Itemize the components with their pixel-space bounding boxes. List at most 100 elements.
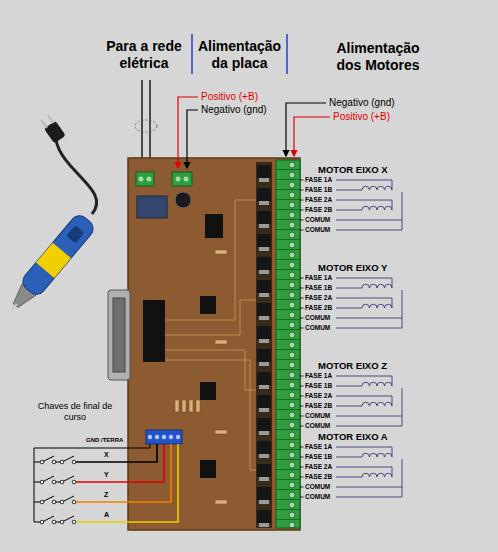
pin-tick <box>300 376 304 377</box>
limit-switch-terminal <box>146 430 182 444</box>
wire-label: Negativo (gnd) <box>201 104 267 116</box>
pin-label: FASE 1B <box>305 284 332 292</box>
pin-tick <box>300 298 304 299</box>
ic <box>143 300 165 362</box>
motor-label: MOTOR EIXO X <box>318 164 388 175</box>
pin-tick <box>300 447 304 448</box>
separator <box>286 34 288 74</box>
switch-label: X <box>104 450 109 459</box>
pin-tick <box>300 288 304 289</box>
pin-label: COMUM <box>305 226 330 234</box>
wire-label: Positivo (+B) <box>201 91 258 103</box>
pin-tick <box>300 406 304 407</box>
pin-tick <box>300 200 304 201</box>
switch-label: Z <box>104 490 108 499</box>
switch-label: A <box>104 510 109 519</box>
motor-coil <box>336 376 392 386</box>
pin-tick <box>300 230 304 231</box>
pin-tick <box>300 457 304 458</box>
switch-wire <box>76 444 171 502</box>
pin-tick <box>300 278 304 279</box>
pin-label: FASE 2A <box>305 294 332 302</box>
resistors <box>175 250 227 504</box>
wire-label: Negativo (gnd) <box>329 97 395 109</box>
pin-label: FASE 2B <box>305 402 332 410</box>
switch-wire <box>76 444 157 462</box>
pin-tick <box>300 426 304 427</box>
db25-connector <box>108 290 130 380</box>
pin-label: COMUM <box>305 324 330 332</box>
ic <box>200 296 216 314</box>
transistor-row <box>256 162 272 528</box>
wire-label: Positivo (+B) <box>333 111 390 123</box>
heading-label: Alimentação da placa <box>195 38 284 72</box>
plug <box>39 113 66 143</box>
pin-label: FASE 1B <box>305 453 332 461</box>
motor-label: MOTOR EIXO Z <box>318 360 387 371</box>
relay <box>137 196 167 218</box>
motor-coil <box>336 447 392 457</box>
mains-terminal <box>136 172 154 186</box>
pin-tick <box>300 180 304 181</box>
leader-line <box>294 117 330 156</box>
motor-coil <box>336 180 392 190</box>
pin-label: FASE 1A <box>305 274 332 282</box>
motor-coil <box>336 298 392 308</box>
common-wire <box>402 388 403 416</box>
motor-coil <box>336 200 392 210</box>
pin-label: FASE 2A <box>305 392 332 400</box>
motor-label: MOTOR EIXO Y <box>318 262 387 273</box>
ic <box>205 214 223 238</box>
common-wire <box>336 487 402 497</box>
pin-label: COMUM <box>305 216 330 224</box>
pin-tick <box>300 328 304 329</box>
common-wire <box>402 459 403 487</box>
motor-terminals <box>276 160 300 528</box>
common-wire <box>402 192 403 220</box>
pin-tick <box>300 467 304 468</box>
motor-coil <box>336 278 392 288</box>
pin-label: COMUM <box>305 422 330 430</box>
ic <box>200 382 216 400</box>
tool-cord <box>56 140 97 214</box>
common-wire <box>336 318 402 328</box>
separator <box>191 34 193 74</box>
pin-label: FASE 2B <box>305 304 332 312</box>
heading-label: Para a rede elétrica <box>98 38 190 72</box>
pin-tick <box>300 220 304 221</box>
leader-line <box>286 103 326 156</box>
switch-wire <box>76 444 164 482</box>
mains-switch <box>135 120 157 132</box>
limit-switch <box>34 444 178 524</box>
pin-tick <box>300 477 304 478</box>
leader-line <box>187 110 198 168</box>
common-wire <box>336 220 402 230</box>
pin-label: COMUM <box>305 483 330 491</box>
limit-switch <box>34 444 157 464</box>
pin-label: FASE 1B <box>305 186 332 194</box>
pin-label: FASE 1A <box>305 372 332 380</box>
pin-label: COMUM <box>305 493 330 501</box>
limit-switch <box>34 444 171 504</box>
pin-label: COMUM <box>305 314 330 322</box>
heading-label: Alimentação dos Motores <box>330 40 426 74</box>
motor-coil <box>336 467 392 477</box>
switch-wire <box>76 444 178 522</box>
capacitor <box>175 192 191 208</box>
motor-label: MOTOR EIXO A <box>318 431 388 442</box>
pin-label: FASE 1B <box>305 382 332 390</box>
pin-tick <box>300 487 304 488</box>
note-label: Chaves de final de curso <box>32 401 118 423</box>
pin-tick <box>300 210 304 211</box>
terminal-label: GND /TERRA <box>86 437 123 445</box>
pin-label: FASE 1A <box>305 176 332 184</box>
power-terminal <box>172 172 192 186</box>
pin-label: COMUM <box>305 412 330 420</box>
pin-tick <box>300 396 304 397</box>
limit-switches <box>34 444 150 522</box>
pin-tick <box>300 386 304 387</box>
common-wire <box>336 416 402 426</box>
pin-label: FASE 2A <box>305 463 332 471</box>
ic <box>200 460 216 478</box>
